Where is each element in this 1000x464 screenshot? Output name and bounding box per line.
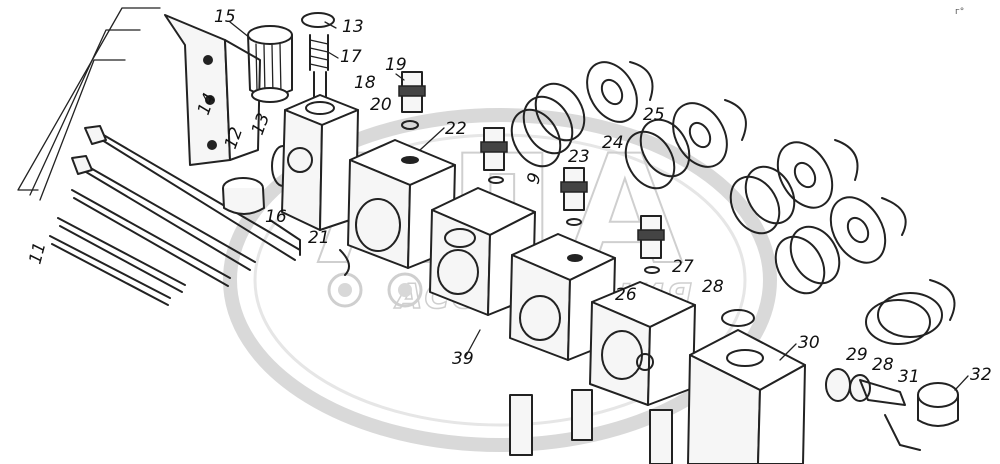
callout-20: 20: [370, 95, 392, 115]
callout-16: 16: [265, 207, 287, 227]
corner-mark: г°: [955, 7, 964, 17]
part-23-fitting-a: [480, 127, 508, 171]
callout-29: 29: [846, 345, 868, 365]
callout-9: 9: [524, 171, 546, 187]
callout-28-top: 28: [702, 277, 724, 297]
part-23-fitting-c: [637, 215, 665, 259]
part-12-plug: [222, 177, 265, 215]
callout-25: 25: [643, 105, 665, 125]
callout-24: 24: [602, 133, 624, 153]
part-13-17-18-stack: [301, 12, 335, 101]
callout-23: 23: [568, 147, 590, 167]
seal-rings-group: [510, 61, 907, 295]
callout-30: 30: [798, 333, 820, 353]
leader-lines: [229, 21, 969, 391]
part-23-fitting-b: [560, 167, 588, 211]
callout-17: 17: [340, 47, 362, 67]
watermark-wheel-icon: [387, 272, 423, 308]
valve-section-end-cap: [281, 94, 359, 231]
part-15-coupling-nut: [247, 25, 293, 103]
callout-27: 27: [672, 257, 694, 277]
callout-19: 19: [385, 55, 407, 75]
part-11-tie-rods: [17, 7, 301, 306]
part-19-fitting: [398, 71, 426, 113]
lower-fittings: [509, 389, 673, 464]
callouts: 15 13 17 19 18 20 14 13 22 12 16 21 11 9…: [26, 7, 992, 387]
callout-32: 32: [970, 365, 992, 385]
valve-section-4: [589, 281, 696, 406]
part-16-21-bottom: [269, 219, 350, 276]
part-30-main-housing: [687, 329, 806, 464]
callout-11: 11: [26, 240, 51, 266]
callout-21: 21: [308, 228, 330, 248]
watermark-ellipse: [223, 108, 777, 452]
callout-13-top: 13: [342, 17, 364, 37]
callout-31: 31: [898, 367, 920, 387]
callout-28-bottom: 28: [872, 355, 894, 375]
valve-section-2: [429, 187, 536, 316]
callout-18: 18: [354, 73, 376, 93]
small-orings: [401, 120, 755, 327]
right-assembly: [825, 279, 959, 451]
part-14-bracket: [164, 14, 261, 166]
callout-22: 22: [445, 119, 467, 139]
callout-26: 26: [615, 285, 637, 305]
callout-39: 39: [452, 349, 474, 369]
